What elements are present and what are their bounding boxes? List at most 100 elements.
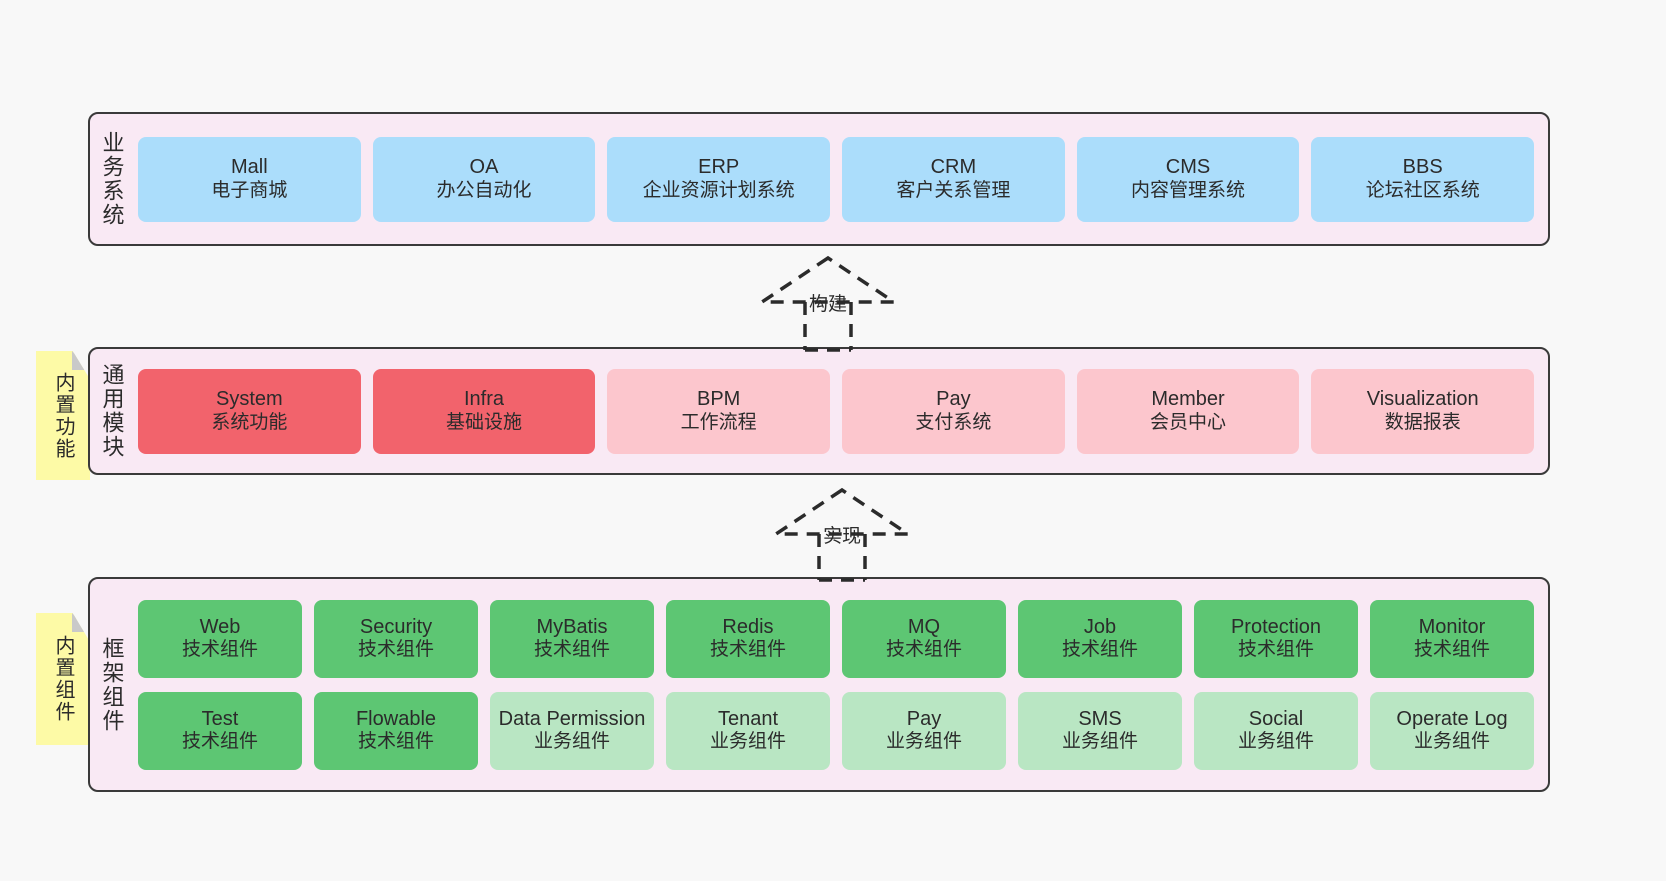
node-redis-en: Redis — [722, 615, 774, 638]
node-flowable-en: Flowable — [355, 707, 437, 730]
node-cms[interactable]: CMS 内容管理系统 — [1076, 136, 1300, 222]
node-mq-cn: 技术组件 — [885, 639, 962, 661]
layer-business-systems: 业务系统 Mall 电子商城 OA 办公自动化 ERP 企业资源计划系统 CRM… — [88, 112, 1550, 246]
node-protection-cn: 技术组件 — [1237, 639, 1314, 661]
node-monitor-cn: 技术组件 — [1413, 639, 1490, 661]
layer-common-modules: 通用模块 System 系统功能 Infra 基础设施 BPM 工作流程 Pay… — [88, 347, 1550, 475]
layer-title-framework-components: 框架组件 — [99, 636, 125, 733]
node-job[interactable]: Job 技术组件 — [1018, 599, 1182, 678]
node-flowable[interactable]: Flowable 技术组件 — [314, 691, 478, 770]
node-bpm[interactable]: BPM 工作流程 — [607, 368, 831, 454]
connector-implement-label: 实现 — [823, 526, 862, 547]
node-bpm-en: BPM — [697, 388, 741, 410]
node-member[interactable]: Member 会员中心 — [1076, 368, 1300, 454]
node-test-en: Test — [201, 707, 239, 730]
node-social[interactable]: Social 业务组件 — [1194, 691, 1358, 770]
node-protection-en: Protection — [1230, 615, 1322, 638]
node-mq-en: MQ — [907, 615, 941, 638]
node-social-cn: 业务组件 — [1237, 731, 1314, 753]
connector-build: 构建 — [748, 252, 908, 352]
node-crm-cn: 客户关系管理 — [896, 179, 1011, 201]
node-pay-module[interactable]: Pay 支付系统 — [842, 368, 1065, 454]
connector-build-label: 构建 — [809, 294, 848, 315]
node-security-en: Security — [359, 615, 433, 638]
node-flowable-cn: 技术组件 — [357, 731, 434, 753]
node-tenant-en: Tenant — [717, 707, 779, 730]
node-oa-en: OA — [469, 156, 499, 178]
node-member-en: Member — [1151, 388, 1225, 410]
node-bbs-cn: 论坛社区系统 — [1365, 179, 1480, 201]
node-crm[interactable]: CRM 客户关系管理 — [842, 136, 1065, 222]
node-erp-cn: 企业资源计划系统 — [642, 179, 795, 201]
node-protection[interactable]: Protection 技术组件 — [1194, 599, 1358, 678]
node-erp[interactable]: ERP 企业资源计划系统 — [607, 136, 831, 222]
node-cms-cn: 内容管理系统 — [1131, 179, 1246, 201]
node-operate-log-cn: 业务组件 — [1413, 731, 1490, 753]
node-pay-component-en: Pay — [906, 707, 942, 730]
node-pay-component[interactable]: Pay 业务组件 — [842, 691, 1006, 770]
node-system-cn: 系统功能 — [211, 411, 288, 433]
framework-row-business: Test 技术组件 Flowable 技术组件 Data Permission … — [138, 691, 1534, 770]
node-test[interactable]: Test 技术组件 — [138, 691, 302, 770]
node-operate-log-en: Operate Log — [1396, 707, 1508, 730]
node-security[interactable]: Security 技术组件 — [314, 599, 478, 678]
node-sms-cn: 业务组件 — [1061, 731, 1138, 753]
layer-framework-components: 框架组件 Web 技术组件 Security 技术组件 MyBatis 技术组件… — [88, 577, 1550, 792]
note-builtin-components-label: 内置组件 — [52, 635, 74, 723]
node-pay-module-en: Pay — [936, 388, 971, 410]
layer-body-common-modules: System 系统功能 Infra 基础设施 BPM 工作流程 Pay 支付系统… — [134, 349, 1548, 473]
node-web[interactable]: Web 技术组件 — [138, 599, 302, 678]
node-tenant[interactable]: Tenant 业务组件 — [666, 691, 830, 770]
node-web-cn: 技术组件 — [181, 639, 258, 661]
node-infra-cn: 基础设施 — [446, 411, 523, 433]
node-erp-en: ERP — [698, 156, 740, 178]
framework-row-technical: Web 技术组件 Security 技术组件 MyBatis 技术组件 Redi… — [138, 599, 1534, 678]
node-cms-en: CMS — [1165, 156, 1211, 178]
node-data-permission[interactable]: Data Permission 业务组件 — [490, 691, 654, 770]
node-job-en: Job — [1083, 615, 1117, 638]
node-monitor-en: Monitor — [1418, 615, 1486, 638]
node-system[interactable]: System 系统功能 — [138, 368, 361, 454]
node-bbs-en: BBS — [1402, 156, 1443, 178]
note-builtin-components: 内置组件 — [36, 613, 90, 745]
node-redis-cn: 技术组件 — [709, 639, 786, 661]
node-mall[interactable]: Mall 电子商城 — [138, 136, 361, 222]
node-monitor[interactable]: Monitor 技术组件 — [1370, 599, 1534, 678]
node-visualization-cn: 数据报表 — [1384, 411, 1461, 433]
node-infra-en: Infra — [463, 388, 505, 410]
note-builtin-features-label: 内置功能 — [52, 371, 74, 460]
node-mybatis[interactable]: MyBatis 技术组件 — [490, 599, 654, 678]
node-operate-log[interactable]: Operate Log 业务组件 — [1370, 691, 1534, 770]
node-security-cn: 技术组件 — [357, 639, 434, 661]
node-visualization[interactable]: Visualization 数据报表 — [1311, 368, 1535, 454]
node-bpm-cn: 工作流程 — [680, 411, 757, 433]
node-data-permission-cn: 业务组件 — [533, 731, 610, 753]
node-mq[interactable]: MQ 技术组件 — [842, 599, 1006, 678]
node-mybatis-cn: 技术组件 — [533, 639, 610, 661]
node-redis[interactable]: Redis 技术组件 — [666, 599, 830, 678]
layer-body-framework-components: Web 技术组件 Security 技术组件 MyBatis 技术组件 Redi… — [134, 579, 1548, 790]
node-mall-en: Mall — [231, 156, 268, 178]
node-member-cn: 会员中心 — [1150, 411, 1227, 433]
implement-arrow-icon — [770, 487, 914, 582]
node-test-cn: 技术组件 — [181, 731, 258, 753]
node-infra[interactable]: Infra 基础设施 — [372, 368, 596, 454]
node-oa[interactable]: OA 办公自动化 — [372, 136, 596, 222]
node-sms-en: SMS — [1078, 707, 1122, 730]
node-social-en: Social — [1248, 707, 1304, 730]
node-bbs[interactable]: BBS 论坛社区系统 — [1311, 136, 1535, 222]
node-job-cn: 技术组件 — [1061, 639, 1138, 661]
node-pay-component-cn: 业务组件 — [885, 731, 962, 753]
layer-title-common-modules: 通用模块 — [99, 363, 125, 459]
node-visualization-en: Visualization — [1366, 388, 1479, 410]
note-builtin-features: 内置功能 — [36, 351, 90, 480]
connector-implement: 实现 — [762, 484, 922, 582]
node-sms[interactable]: SMS 业务组件 — [1018, 691, 1182, 770]
node-crm-en: CRM — [930, 156, 977, 178]
node-pay-module-cn: 支付系统 — [915, 411, 992, 433]
node-data-permission-en: Data Permission — [498, 707, 646, 730]
layer-title-business-systems: 业务系统 — [99, 131, 125, 227]
node-web-en: Web — [199, 615, 241, 638]
build-arrow-icon — [756, 255, 900, 352]
